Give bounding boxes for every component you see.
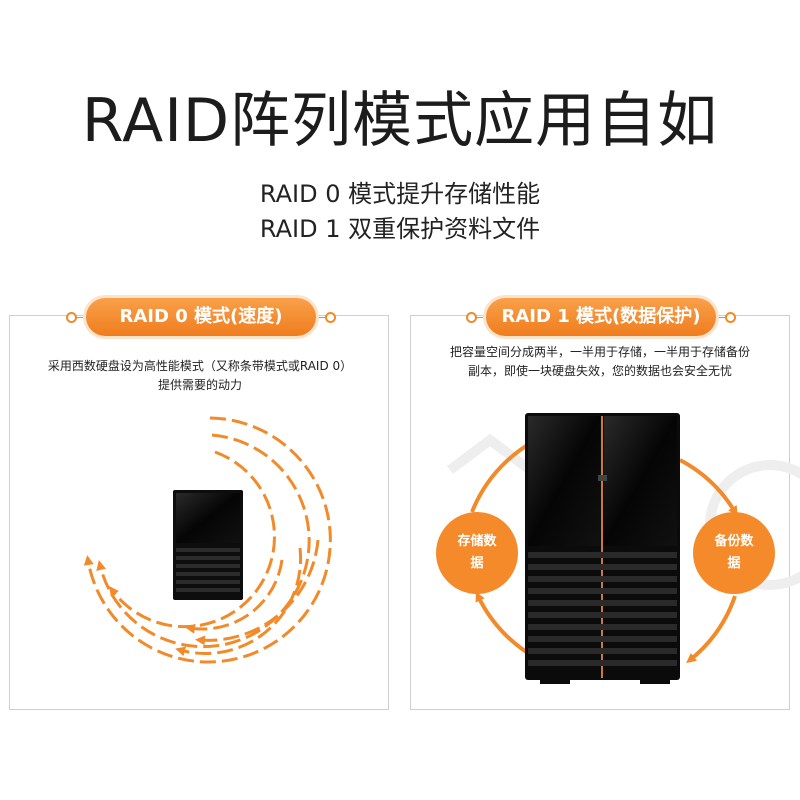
store-data-label: 存储数据 <box>457 534 497 571</box>
backup-data-label: 备份数据 <box>714 534 754 571</box>
raid1-desc-line1: 把容量空间分成两半，一半用于存储，一半用于存储备份 <box>449 345 750 359</box>
store-data-bubble: 存储数据 <box>436 512 518 594</box>
subtitle-raid0: RAID 0 模式提升存储性能 <box>259 180 541 208</box>
dot-icon <box>66 312 77 323</box>
main-title: RAID阵列模式应用自如 <box>81 86 719 156</box>
nas-device-large <box>525 413 680 684</box>
nas-device-small <box>173 490 243 600</box>
raid1-label: RAID 1 模式(数据保护) <box>486 298 716 336</box>
backup-cycle-icon <box>470 426 738 664</box>
raid0-description: 采用西数硬盘设为高性能模式（又称条带模式或RAID 0） 提供需要的动力 <box>20 357 380 395</box>
raid1-description: 把容量空间分成两半，一半用于存储，一半用于存储备份 副本，即使一块硬盘失效，您的… <box>420 343 780 381</box>
speed-swirl-icon <box>83 416 332 664</box>
raid0-desc-line1: 采用西数硬盘设为高性能模式（又称条带模式或RAID 0） <box>47 359 353 373</box>
dot-icon <box>725 312 736 323</box>
subtitle-raid1: RAID 1 双重保护资料文件 <box>259 215 541 243</box>
raid1-desc-line2: 副本，即使一块硬盘失效，您的数据也会安全无忧 <box>467 364 732 378</box>
raid1-label-badge: RAID 1 模式(数据保护) <box>466 293 736 343</box>
backup-data-bubble: 备份数据 <box>693 512 775 594</box>
dot-icon <box>466 312 477 323</box>
raid0-label: RAID 0 模式(速度) <box>86 298 316 336</box>
dot-icon <box>325 312 336 323</box>
raid0-label-badge: RAID 0 模式(速度) <box>66 293 336 343</box>
raid0-desc-line2: 提供需要的动力 <box>157 378 242 392</box>
